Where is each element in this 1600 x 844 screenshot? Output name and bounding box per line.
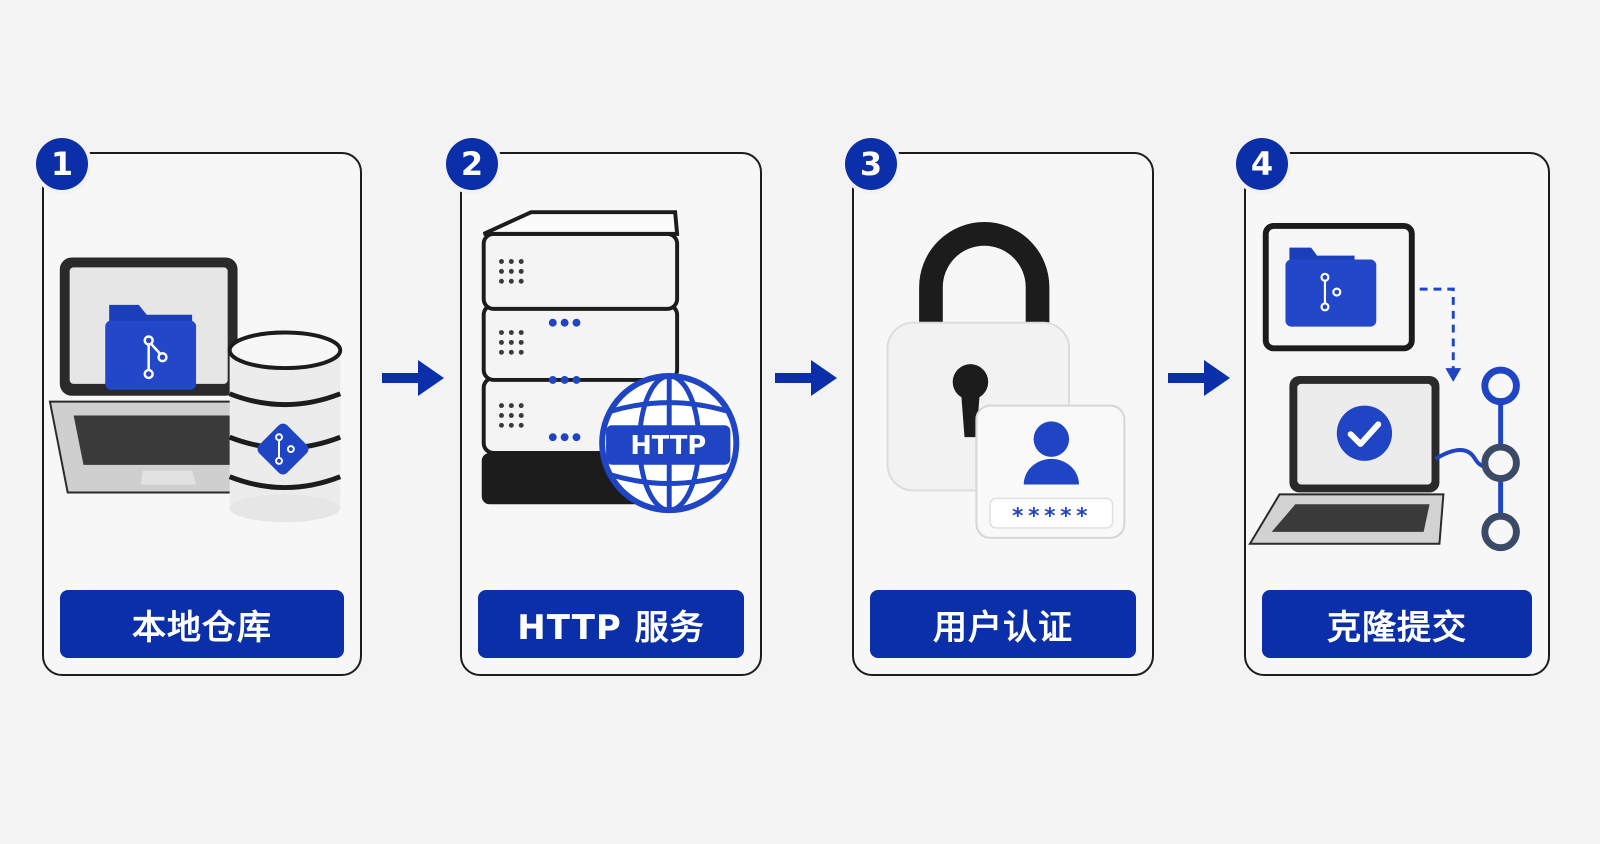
- step-card-2: HTTP HTTP 服务: [460, 152, 762, 676]
- arrow-right-icon-1: [382, 360, 444, 396]
- step-label-2: HTTP 服务: [478, 590, 744, 658]
- local-repo-illustration: [48, 257, 343, 523]
- step-label-4: 克隆提交: [1262, 590, 1532, 658]
- commit-graph-icon: [1434, 366, 1520, 552]
- step-card-4: 克隆提交: [1244, 152, 1550, 676]
- git-folder-icon: [105, 304, 197, 390]
- arrow-right-icon-3: [1168, 360, 1230, 396]
- user-credential-card-icon: *****: [975, 404, 1126, 539]
- step-label-1: 本地仓库: [60, 590, 344, 658]
- http-badge-text: HTTP: [630, 431, 706, 461]
- step-number-badge-2: 2: [446, 138, 498, 190]
- step-number-badge-4: 4: [1236, 138, 1288, 190]
- http-service-illustration: HTTP: [481, 210, 740, 514]
- step-card-3: ***** 用户认证: [852, 152, 1154, 676]
- step-number-badge-1: 1: [36, 138, 88, 190]
- remote-repo-window-icon: [1262, 223, 1415, 352]
- globe-icon: HTTP: [599, 373, 740, 514]
- arrow-right-icon-2: [775, 360, 837, 396]
- database-icon: [227, 330, 343, 523]
- user-auth-illustration: *****: [886, 222, 1126, 539]
- clone-dashed-arrow-icon: [1419, 287, 1462, 382]
- password-mask-text: *****: [1011, 504, 1091, 529]
- laptop-icon: [1248, 375, 1445, 545]
- step-number-badge-3: 3: [845, 138, 897, 190]
- step-card-1: 本地仓库: [42, 152, 362, 676]
- clone-commit-illustration: [1248, 223, 1520, 552]
- step-label-3: 用户认证: [870, 590, 1136, 658]
